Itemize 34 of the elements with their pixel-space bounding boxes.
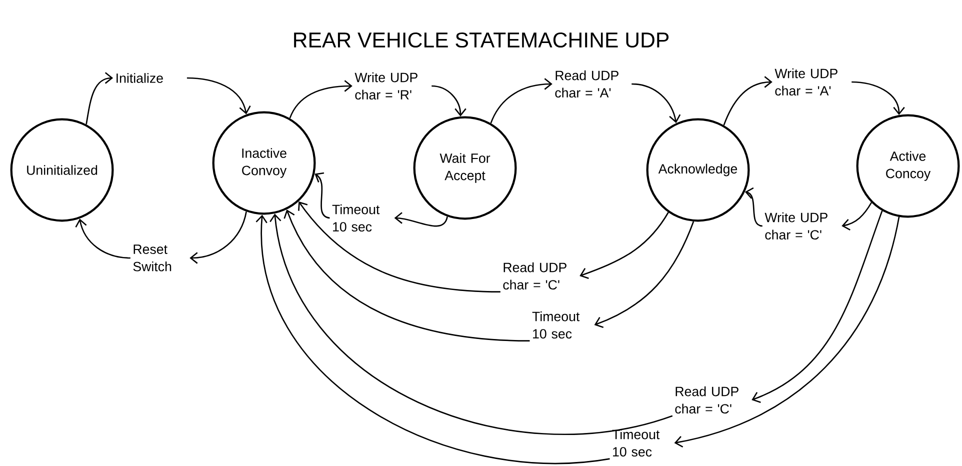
arrow xyxy=(432,85,466,116)
transition-label: Read UDP char = 'C' xyxy=(503,262,566,290)
arrow xyxy=(270,214,673,434)
arrow xyxy=(298,201,500,292)
transition-label: Initialize xyxy=(116,73,163,83)
transition-label: Write UDP char = 'C' xyxy=(764,212,828,240)
arrow xyxy=(190,211,247,264)
arrow xyxy=(256,214,610,464)
arrow xyxy=(580,212,669,279)
transition-label: Reset Switch xyxy=(133,244,172,272)
transition-label: Write UDP char = 'A' xyxy=(774,68,838,96)
arrow xyxy=(284,209,530,342)
transition-label: Read UDP char = 'C' xyxy=(675,386,738,414)
arrow xyxy=(632,83,681,124)
arrow xyxy=(86,72,114,124)
arrow xyxy=(490,78,552,124)
arrow xyxy=(674,216,900,448)
transition-label: Timeout 10 sec xyxy=(612,429,660,457)
arrow xyxy=(289,80,352,118)
arrow xyxy=(594,221,694,328)
arrow xyxy=(314,172,330,219)
arrow xyxy=(75,218,130,259)
arrow xyxy=(744,187,763,227)
arrow xyxy=(852,81,905,116)
arrow xyxy=(752,210,883,403)
transition-label: Timeout 10 sec xyxy=(532,311,580,339)
title: REAR VEHICLE STATEMACHINE UDP xyxy=(294,32,669,48)
arrow xyxy=(723,76,772,126)
arrow xyxy=(842,202,872,230)
transition-label: Timeout 10 sec xyxy=(332,204,380,232)
arrow xyxy=(186,77,251,114)
transition-label: Read UDP char = 'A' xyxy=(555,70,618,98)
transition-label: Write UDP char = 'R' xyxy=(354,72,418,100)
arrow xyxy=(394,212,448,227)
